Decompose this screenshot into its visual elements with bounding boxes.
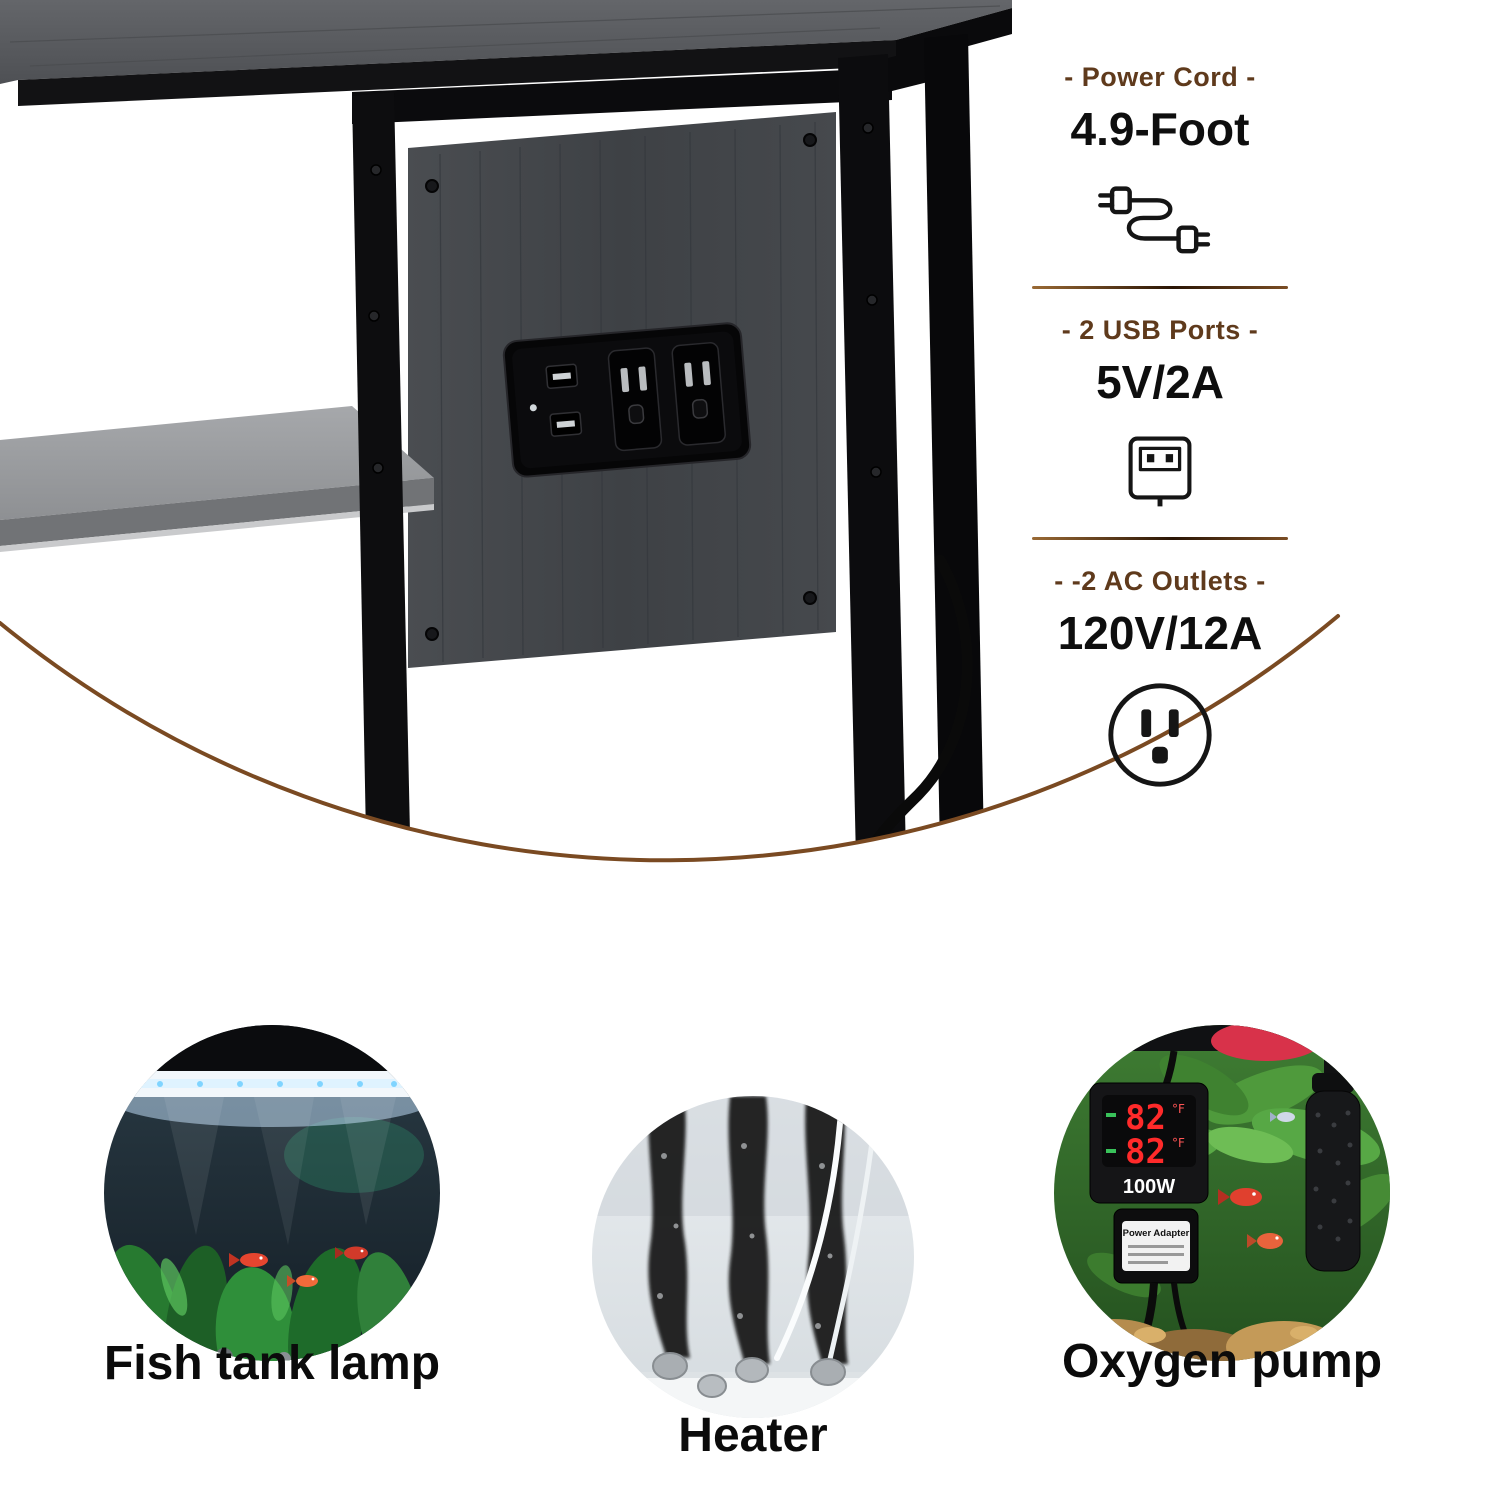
filter-cylinder bbox=[1305, 1033, 1361, 1272]
frame-rail bbox=[352, 68, 892, 124]
temperature-controller: 82 °F 82 °F 100W Power Adapter bbox=[1089, 1050, 1209, 1361]
table-leg-left bbox=[352, 92, 410, 838]
fish bbox=[1218, 1112, 1295, 1249]
ac-outlet-1 bbox=[607, 347, 663, 452]
ac-outlet-icon bbox=[1101, 676, 1219, 794]
usb-port-2 bbox=[549, 411, 583, 437]
power-adapter-label: Power Adapter bbox=[1123, 1228, 1190, 1239]
usb-plug-icon bbox=[1111, 425, 1209, 511]
spec-power-cord: - Power Cord - 4.9-Foot bbox=[1064, 60, 1256, 260]
feature-photo-oxygen-pump: 82 °F 82 °F 100W Power Adapter bbox=[1054, 1025, 1390, 1361]
led-indicator bbox=[529, 404, 537, 412]
fish bbox=[229, 1246, 368, 1287]
heater-scene bbox=[592, 1096, 914, 1418]
air-tubes bbox=[774, 1096, 877, 1371]
feature-photo-heater bbox=[592, 1096, 914, 1418]
table-leg-right bbox=[838, 54, 906, 860]
feature-label-fish-tank-lamp: Fish tank lamp bbox=[103, 1337, 441, 1390]
circle-arc bbox=[0, 614, 1340, 863]
spec-label: - 2 USB Ports - bbox=[1061, 315, 1259, 345]
spec-label: - -2 AC Outlets - bbox=[1054, 566, 1266, 596]
section-divider bbox=[1032, 286, 1288, 289]
section-divider bbox=[1032, 537, 1288, 540]
spec-label: - Power Cord - bbox=[1064, 62, 1256, 92]
ac-outlet-2 bbox=[671, 342, 726, 446]
wattage-label: 100W bbox=[1123, 1176, 1175, 1198]
air-stones bbox=[652, 1352, 895, 1398]
bubble-columns bbox=[648, 1096, 848, 1364]
hero-product-photo bbox=[0, 0, 1340, 863]
spec-value: 120V/12A bbox=[1057, 607, 1263, 659]
light-beams bbox=[164, 1097, 396, 1245]
aquarium-lamp bbox=[110, 1071, 434, 1127]
power-cord-icon bbox=[1095, 172, 1225, 260]
table-illustration bbox=[0, 0, 1012, 860]
panel-screws bbox=[425, 133, 817, 641]
lower-shelf bbox=[0, 406, 434, 552]
power-strip bbox=[502, 322, 752, 478]
feature-label-oxygen-pump: Oxygen pump bbox=[1061, 1335, 1383, 1388]
fish-tank-lamp-scene bbox=[104, 1025, 440, 1361]
spec-usb-ports: - 2 USB Ports - 5V/2A bbox=[1062, 313, 1259, 511]
spec-ac-outlets: - -2 AC Outlets - 120V/12A bbox=[1054, 564, 1266, 794]
feature-photo-fish-tank-lamp bbox=[104, 1025, 440, 1361]
bubble-speckle bbox=[657, 1143, 833, 1329]
feature-label-heater: Heater bbox=[678, 1409, 828, 1462]
temp-display-bottom: 82 bbox=[1125, 1132, 1166, 1172]
oxygen-pump-scene: 82 °F 82 °F 100W Power Adapter bbox=[1054, 1025, 1390, 1361]
spec-column: - Power Cord - 4.9-Foot - 2 USB Ports - … bbox=[1020, 60, 1300, 794]
usb-port-1 bbox=[545, 363, 579, 390]
spec-value: 4.9-Foot bbox=[1070, 103, 1250, 155]
temp-display-top: 82 bbox=[1125, 1098, 1166, 1138]
tank-rim bbox=[104, 1025, 440, 1071]
table-top bbox=[0, 0, 1012, 106]
temp-unit-bottom: °F bbox=[1172, 1136, 1185, 1150]
temp-unit-top: °F bbox=[1172, 1102, 1185, 1116]
spec-value: 5V/2A bbox=[1096, 356, 1224, 408]
